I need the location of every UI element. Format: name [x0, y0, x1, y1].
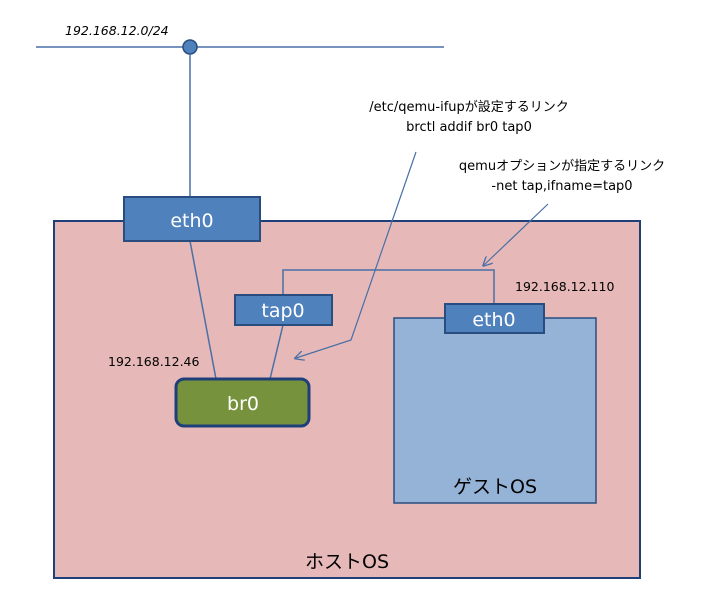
guest-os-box — [393, 317, 597, 504]
qemu-option-arrow — [484, 203, 549, 265]
qemu-annotation-command: -net tap,ifname=tap0 — [491, 179, 632, 194]
br0-label: br0 — [227, 393, 259, 415]
tap0-to-guest-eth0-link — [282, 269, 495, 304]
guest-eth0-box — [444, 303, 545, 334]
host-eth0-label: eth0 — [170, 210, 213, 232]
host-eth0-box — [123, 196, 261, 242]
br0-ip: 192.168.12.46 — [108, 354, 199, 369]
guest-os-label: ゲストOS — [453, 476, 537, 498]
ifup-link-arrow — [296, 151, 417, 358]
br0-box — [174, 377, 311, 428]
host-os-label: ホストOS — [305, 551, 389, 573]
ifup-annotation-title: /etc/qemu-ifupが設定するリンク — [369, 99, 569, 115]
qemu-annotation-title: qemuオプションが指定するリンク — [459, 159, 665, 174]
network-junction-node — [182, 39, 198, 55]
eth0-to-br0-link — [189, 240, 217, 380]
guest-eth0-ip: 192.168.12.110 — [515, 279, 614, 294]
tap0-box — [234, 294, 333, 326]
tap0-label: tap0 — [261, 300, 304, 322]
ifup-annotation-command: brctl addif br0 tap0 — [406, 120, 532, 135]
tap0-to-br0-link — [269, 324, 284, 380]
subnet-label: 192.168.12.0/24 — [65, 23, 169, 38]
guest-eth0-label: eth0 — [472, 309, 515, 331]
